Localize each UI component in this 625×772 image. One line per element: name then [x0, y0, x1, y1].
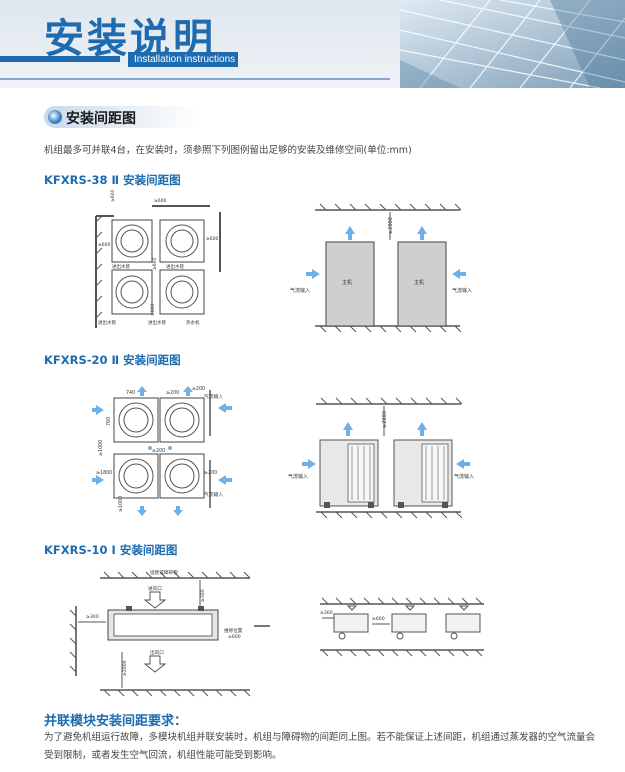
requirements-text: 为了避免机组运行故障，多模块机组并联安装时，机组与障碍物的间距同上图。若不能保证… [44, 732, 596, 761]
gap-label: ≥2000 [388, 217, 394, 234]
airflow-label: 气流输入 [204, 393, 223, 400]
dim-label: ≥200 [192, 386, 205, 392]
dim-label: ≥1000 [98, 440, 104, 456]
dim-label: ≥600 [150, 304, 156, 316]
header-divider [0, 78, 390, 80]
airflow-label: 气流输入 [290, 287, 310, 294]
dim-label: ≥600 [154, 198, 166, 204]
unit-type-label: 热水机 [186, 319, 200, 326]
requirements-title: 并联模块安装间距要求： [44, 714, 188, 729]
heat-pump-unit-left [319, 439, 379, 508]
airflow-label: 气流输入 [454, 473, 474, 480]
page-subtitle: Installation instructions [128, 52, 238, 67]
pipe-label: 进出水管 [98, 319, 116, 326]
bullet-icon [48, 110, 62, 124]
service-label: 维修位置 [224, 627, 243, 634]
dim-label: ≥600 [110, 190, 116, 202]
dim-label: ≥600 [206, 236, 218, 242]
airflow-label: 气流输入 [204, 491, 223, 498]
section-title-pill: 安装间距图 [44, 106, 199, 128]
airflow-label: 气流输入 [288, 473, 308, 480]
diagram-38-side-view: ≥2000 主机 主机 气流输入 气流输入 [290, 203, 472, 333]
building-glass-photo [400, 0, 625, 88]
dim-label: ≥200 [166, 390, 179, 396]
diagram-20-top-view: 740 ≥200 ≥200 760 ≥200 ≥1000 ≥1800 ≥200 … [92, 386, 232, 516]
model-heading-20: KFXRS-20 Ⅱ 安装间距图 [44, 353, 181, 367]
pipe-label: 进出水管 [166, 263, 184, 270]
pipe-label: 进出水管 [148, 319, 166, 326]
airflow-label: 气流输入 [452, 287, 472, 294]
dim-label: ≥200 [152, 448, 165, 454]
outlet-label: 出风口 [150, 649, 164, 656]
unit-label: 主机 [342, 279, 352, 286]
intro-text: 机组最多可并联4台，在安装时，须参照下列图例留出足够的安装及维修空间(单位:mm… [44, 145, 412, 156]
dim-label: ≥200 [204, 470, 217, 476]
diagram-10-side-view: ≥300 ≥600 [320, 597, 484, 657]
gap-label: ≥300 [200, 589, 206, 602]
diagram-20-side-view: ≥2000 气流输入 气流输入 [288, 397, 474, 519]
pipe-label: 进出水管 [112, 263, 130, 270]
gap-label: ≥600 [228, 634, 241, 640]
dim-label: 760 [106, 417, 112, 426]
gap-label: ≥300 [86, 614, 99, 620]
diagram-10-front-view: 墙壁或障碍物 进风口 ≥300 ≥300 维修位置 ≥600 出风口 ≥2000 [69, 569, 270, 697]
dim-label: ≥600 [152, 258, 158, 270]
ceiling-label: 墙壁或障碍物 [150, 569, 178, 576]
page-header: 安装说明 Installation instructions [0, 0, 625, 88]
gap-label: ≥300 [320, 610, 333, 616]
building-glass-illustration [400, 0, 625, 88]
gap-label: ≥2000 [122, 660, 128, 676]
unit-label: 主机 [414, 279, 424, 286]
dim-label: ≥1000 [118, 496, 124, 512]
diagram-38-top-view: ≥600 ≥600 ≥600 ≥600 ≥600 ≥600 进出水管 进出水管 … [95, 190, 221, 328]
heat-pump-unit-right [393, 439, 453, 508]
dim-label: ≥1800 [96, 470, 112, 476]
dim-label: ≥600 [98, 242, 110, 248]
model-heading-38: KFXRS-38 Ⅱ 安装间距图 [44, 173, 181, 187]
model-heading-10: KFXRS-10 Ⅰ 安装间距图 [44, 543, 178, 557]
title-accent-bar [0, 56, 120, 62]
inlet-label: 进风口 [148, 585, 162, 592]
gap-label: ≥600 [372, 616, 385, 622]
dim-label: 740 [126, 390, 135, 396]
section-title: 安装间距图 [66, 111, 136, 127]
gap-label: ≥2000 [382, 411, 388, 428]
